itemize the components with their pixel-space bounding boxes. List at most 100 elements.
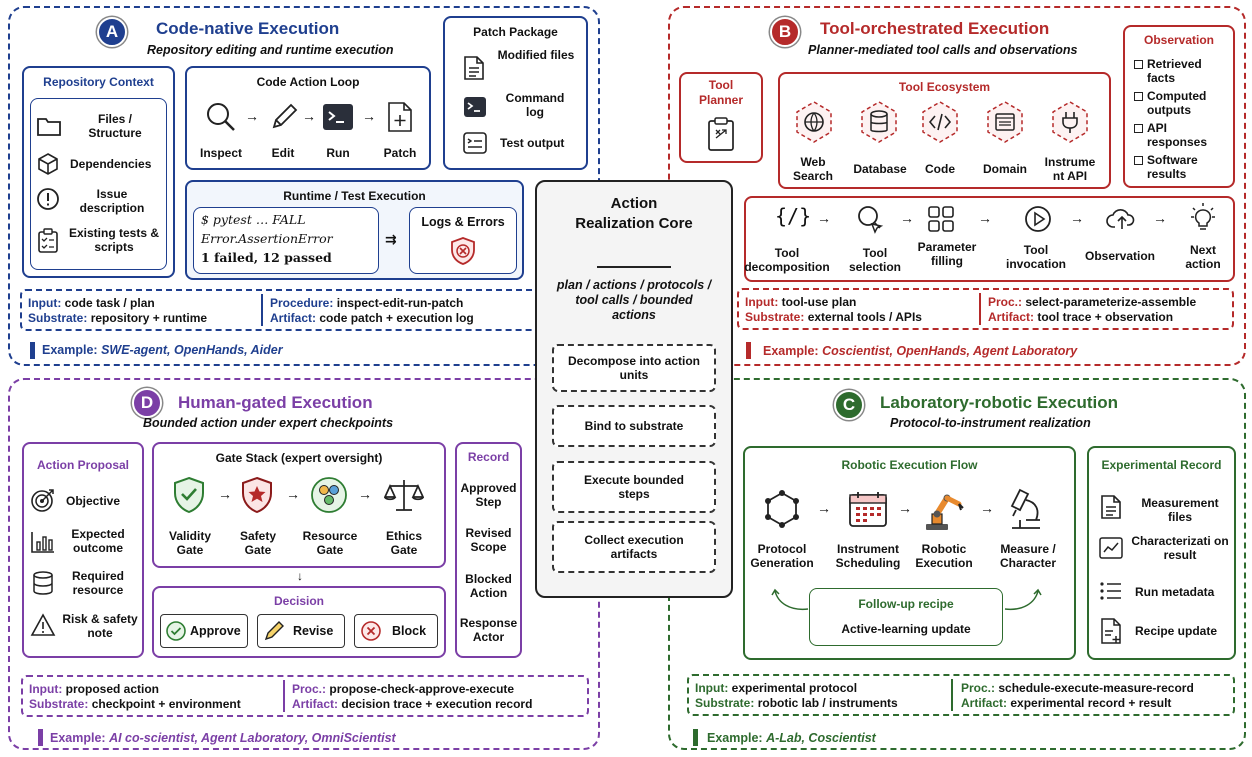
database-icon <box>33 571 53 595</box>
summary-d-right: Proc.: propose-check-approve-execute Art… <box>292 682 532 712</box>
scales-icon <box>384 480 424 511</box>
target-icon <box>31 489 54 512</box>
summary-d-left: Input: proposed action Substrate: checkp… <box>29 682 241 712</box>
gate-ethics: Ethics Gate <box>385 529 422 557</box>
search-pointer-icon <box>858 206 884 234</box>
artifact-key: Artifact: <box>961 696 1008 710</box>
repo-item-issue: Issue description <box>79 187 145 215</box>
resource-circle-icon <box>311 477 347 513</box>
summary-a-right: Procedure: inspect-edit-run-patch Artifa… <box>270 296 474 326</box>
flow-next-action: Next action <box>1185 243 1221 271</box>
flow-observation: Observation <box>1084 249 1156 263</box>
proposal-item-risk: Risk & safety note <box>62 612 138 640</box>
badge-a: A <box>97 17 127 47</box>
example-key: Example: <box>763 344 819 358</box>
pencil-icon <box>272 103 298 129</box>
molecule-icon <box>765 490 799 528</box>
patch-item-test-output: Test output <box>500 136 565 150</box>
summary-c-right: Proc.: schedule-execute-measure-record A… <box>961 681 1194 711</box>
substrate-value: repository + runtime <box>90 311 208 325</box>
example-key: Example: <box>42 343 98 357</box>
example-value: AI co-scientist, Agent Laboratory, OmniS… <box>109 731 396 745</box>
arrow: → <box>980 500 994 516</box>
arrow: → <box>817 500 831 516</box>
procedure-key: Proc.: <box>961 681 996 695</box>
core-title: Action Realization Core <box>575 195 693 232</box>
terminal-icon <box>464 97 486 117</box>
summary-divider <box>951 679 953 711</box>
file-plus-icon <box>388 102 412 132</box>
checklist-icon <box>38 228 58 253</box>
badge-b: B <box>770 17 800 47</box>
followup-box <box>809 588 1003 646</box>
summary-b-right: Proc.: select-parameterize-assemble Arti… <box>988 295 1196 325</box>
summary-c <box>687 674 1235 716</box>
core-step-bind: Bind to substrate <box>552 405 716 447</box>
observation-checkbox <box>1134 156 1143 165</box>
folder-icon <box>37 118 61 136</box>
loop-step-run: Run <box>326 146 350 160</box>
eco-item-web-search: Web Search <box>792 155 834 183</box>
summary-a-left: Input: code task / plan Substrate: repos… <box>28 296 207 326</box>
shield-check-icon <box>174 476 204 514</box>
arrow: → <box>900 210 914 226</box>
proposal-item-expected: Expected outcome <box>71 527 125 555</box>
code-icon <box>922 101 958 143</box>
bar-chart-icon <box>31 532 54 553</box>
record-measurement: Measurement files <box>1141 496 1219 524</box>
observation-item-api: API responses <box>1147 121 1208 149</box>
list-icon <box>1100 582 1121 600</box>
example-b: Example: Coscientist, OpenHands, Agent L… <box>763 344 1077 358</box>
repo-item-dependencies: Dependencies <box>70 157 152 171</box>
arrow: → <box>286 486 300 502</box>
warning-icon <box>30 613 56 636</box>
revise-option[interactable] <box>257 614 345 648</box>
repository-context-title: Repository Context <box>43 75 154 89</box>
input-key: Input: <box>745 295 779 309</box>
example-a: Example: SWE-agent, OpenHands, Aider <box>42 343 283 357</box>
eco-item-code: Code <box>925 162 955 176</box>
substrate-value: checkpoint + environment <box>91 697 241 711</box>
summary-b <box>737 288 1234 330</box>
eco-item-instrument-api: Instrume nt API <box>1044 155 1096 183</box>
procedure-value: select-parameterize-assemble <box>1025 295 1197 309</box>
artifact-key: Artifact: <box>292 697 339 711</box>
decision-block: Block <box>392 624 427 638</box>
quadrant-b-title: Tool-orchestrated Execution <box>820 19 1050 38</box>
gate-stack-box <box>152 442 446 568</box>
arrow: → <box>302 108 316 124</box>
flow-protocol-generation: Protocol Generation <box>750 542 814 570</box>
artifact-value: experimental record + result <box>1010 696 1172 710</box>
experimental-record-title: Experimental Record <box>1101 458 1222 472</box>
code-action-loop-title: Code Action Loop <box>256 75 360 89</box>
flow-tool-selection: Tool selection <box>848 246 902 274</box>
flow-tool-invocation: Tool invocation <box>1005 243 1066 271</box>
summary-divider <box>283 680 285 712</box>
quadrant-a-subtitle: Repository editing and runtime execution <box>147 43 394 57</box>
cube-icon <box>38 153 58 175</box>
patch-package-box <box>443 16 588 170</box>
quadrant-c-subtitle: Protocol-to-instrument realization <box>890 416 1091 430</box>
observation-title: Observation <box>1143 33 1215 47</box>
tool-flow-box <box>744 196 1235 282</box>
badge-d: D <box>132 388 162 418</box>
core-step-decompose: Decompose into action units <box>552 344 716 392</box>
pencil-icon <box>264 621 284 641</box>
shield-x-icon <box>451 237 475 265</box>
procedure-value: propose-check-approve-execute <box>329 682 515 696</box>
patch-item-command: Command log <box>505 91 565 119</box>
quadrant-b-subtitle: Planner-mediated tool calls and observat… <box>808 43 1078 57</box>
procedure-value: inspect-edit-run-patch <box>336 296 464 310</box>
decision-title: Decision <box>273 594 324 608</box>
summary-a <box>20 289 587 331</box>
lightbulb-icon <box>1191 203 1215 230</box>
arrow: → <box>218 486 232 502</box>
flow-instrument-scheduling: Instrument Scheduling <box>835 542 901 570</box>
summary-c-left: Input: experimental protocol Substrate: … <box>695 681 898 711</box>
procedure-key: Procedure: <box>270 296 334 310</box>
arrow: → <box>1153 210 1167 226</box>
observation-checkbox <box>1134 124 1143 133</box>
tool-ecosystem-title: Tool Ecosystem <box>898 80 991 94</box>
arrow: → <box>1070 210 1084 226</box>
input-value: proposed action <box>65 682 160 696</box>
